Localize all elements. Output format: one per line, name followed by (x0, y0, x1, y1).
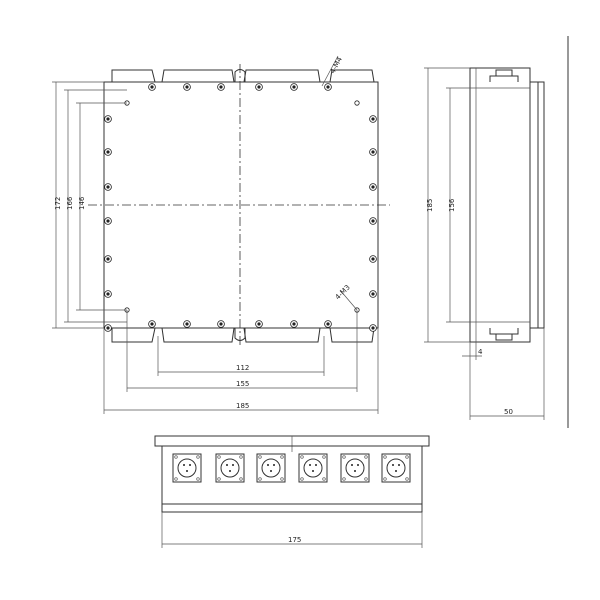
top-callout-leader (321, 55, 339, 87)
dim-height-hole-pitch: 146 (78, 196, 86, 210)
bolt (148, 320, 156, 328)
bottom-connectors (172, 453, 411, 483)
side-connector-bottom (489, 328, 519, 341)
side-view: 185 156 50 4 (424, 36, 569, 428)
bolt (104, 217, 112, 225)
bolt (290, 83, 298, 91)
side-body (469, 67, 531, 343)
connector (215, 453, 245, 483)
dim-side-height-total: 185 (426, 199, 434, 212)
side-plate (537, 81, 545, 329)
bolt (255, 320, 263, 328)
bottom-callout-leader (339, 289, 358, 311)
dim-bottom-width: 175 (288, 536, 301, 544)
bolt (217, 320, 225, 328)
bolt (369, 115, 377, 123)
bolt (104, 324, 112, 332)
bolt (104, 290, 112, 298)
dim-width-total: 185 (236, 402, 249, 410)
mount-hole (354, 100, 360, 106)
bolt (324, 320, 332, 328)
dim-height-total: 172 (54, 197, 62, 210)
front-bolts (104, 83, 377, 332)
connector (298, 453, 328, 483)
bolt (324, 83, 332, 91)
dim-width-inner-pitch: 112 (236, 364, 249, 372)
front-bottom-flange (111, 327, 375, 343)
bolt (290, 320, 298, 328)
connector (381, 453, 411, 483)
connector (340, 453, 370, 483)
bolt (369, 255, 377, 263)
side-connector-top (489, 69, 519, 82)
bottom-hole-callout: 4-M3 (334, 283, 352, 301)
bolt (369, 183, 377, 191)
bolt (255, 83, 263, 91)
bolt (369, 217, 377, 225)
dim-side-height-inner: 156 (448, 198, 456, 212)
side-flange (529, 81, 539, 329)
top-hole-callout: 4-M4 (329, 55, 345, 75)
dim-side-small: 4 (478, 348, 483, 356)
front-view: 4-M4 4-M3 172 166 146 112 155 185 (52, 55, 390, 414)
front-notch-top (234, 69, 246, 82)
bolt (104, 255, 112, 263)
bolt (369, 324, 377, 332)
dim-height-inner: 166 (66, 196, 74, 210)
bottom-base (161, 503, 423, 513)
bottom-view: 175 (154, 435, 430, 548)
bolt (369, 148, 377, 156)
connector (172, 453, 202, 483)
dim-side-depth: 50 (504, 408, 513, 416)
bolt (104, 183, 112, 191)
bolt (183, 320, 191, 328)
front-top-flange (111, 69, 375, 83)
dim-width-hole-pitch: 155 (236, 380, 249, 388)
bolt (369, 290, 377, 298)
bolt (104, 148, 112, 156)
bolt (183, 83, 191, 91)
bolt (148, 83, 156, 91)
bolt (104, 115, 112, 123)
bolt (217, 83, 225, 91)
front-notch-bottom (234, 328, 246, 341)
connector (256, 453, 286, 483)
